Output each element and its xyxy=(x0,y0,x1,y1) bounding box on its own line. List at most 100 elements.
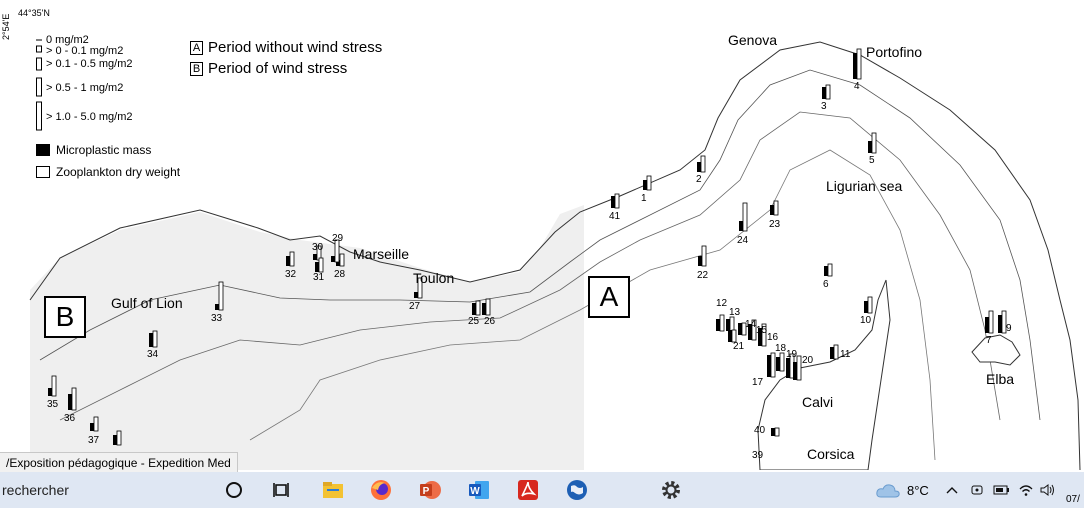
taskbar: rechercher P W 8°C 07/ xyxy=(0,472,1084,508)
station-label: 10 xyxy=(860,315,872,326)
place-genova: Genova xyxy=(728,32,778,48)
microplastic-bar xyxy=(315,262,319,272)
station-label: 4 xyxy=(854,81,860,92)
microplastic-bar xyxy=(868,141,872,153)
zooplankton-bar xyxy=(774,427,780,437)
microplastic-bar xyxy=(776,357,780,371)
legend-class-3: > 0.5 - 1 mg/m2 xyxy=(46,82,124,94)
station-label: 7 xyxy=(986,335,992,346)
microplastic-bar xyxy=(824,266,828,276)
microplastic-bar xyxy=(739,221,743,231)
firefox-icon[interactable] xyxy=(369,478,393,502)
weather-temperature[interactable]: 8°C xyxy=(907,483,929,498)
station-label: 11 xyxy=(840,349,851,360)
microplastic-bar xyxy=(864,301,868,313)
zooplankton-bar xyxy=(646,175,652,191)
microplastic-bar xyxy=(830,347,834,359)
microplastic-bar xyxy=(697,162,701,172)
zooplankton-bar xyxy=(417,277,423,299)
zooplankton-bar xyxy=(731,329,737,343)
weather-cloud-icon[interactable] xyxy=(875,482,901,498)
zooplankton-bar xyxy=(334,239,340,263)
wifi-icon[interactable] xyxy=(1018,483,1034,497)
zooplankton-bar xyxy=(218,281,224,311)
station-bars xyxy=(48,48,1007,446)
taskbar-search-box[interactable]: rechercher xyxy=(2,482,69,498)
latitude-label: 44°35'N xyxy=(18,8,50,18)
microplastic-bar xyxy=(985,317,989,333)
zooplankton-bar xyxy=(827,263,833,277)
station-bar-pair xyxy=(739,202,748,232)
microplastic-bar xyxy=(726,319,730,331)
zooplankton-bar xyxy=(833,344,839,360)
battery-icon[interactable] xyxy=(993,483,1011,497)
zooplankton-bar xyxy=(719,314,725,332)
station-label: 26 xyxy=(484,316,496,327)
onedrive-icon[interactable] xyxy=(970,483,984,497)
start-circle-icon[interactable] xyxy=(222,478,246,502)
station-bar-pair xyxy=(776,352,785,372)
station-bar-pair xyxy=(215,281,224,311)
station-bar-pair xyxy=(830,344,839,360)
microplastic-bar xyxy=(786,358,790,378)
zone-b-shade xyxy=(30,205,584,470)
settings-icon[interactable] xyxy=(659,478,683,502)
zooplankton-bar xyxy=(152,330,158,348)
zone-b-box: B xyxy=(44,296,86,338)
zooplankton-bar xyxy=(825,84,831,100)
microplastic-bar xyxy=(748,324,752,340)
place-elba: Elba xyxy=(986,371,1015,387)
zooplankton-bar xyxy=(485,298,491,316)
station-bar-pair xyxy=(758,323,767,347)
place-toulon: Toulon xyxy=(413,270,455,286)
station-label: 32 xyxy=(285,269,297,280)
zooplankton-bar xyxy=(614,193,620,209)
legend-class-1: > 0 - 0.1 mg/m2 xyxy=(46,45,124,57)
microplastic-bar xyxy=(331,256,335,262)
place-gulf-of-lion: Gulf of Lion xyxy=(111,295,183,311)
station-label: 27 xyxy=(409,301,421,312)
volume-icon[interactable] xyxy=(1039,483,1055,497)
station-bar-pair xyxy=(286,251,295,267)
zooplankton-bar xyxy=(773,200,779,216)
station-label: 3 xyxy=(821,101,827,112)
microplastic-bar xyxy=(48,388,52,396)
microplastic-bar xyxy=(822,87,826,99)
station-bar-pair xyxy=(698,245,707,267)
browser-status-bar: /Exposition pédagogique - Expedition Med xyxy=(0,452,238,474)
microplastic-bar xyxy=(68,394,72,410)
globe-app-icon[interactable] xyxy=(565,478,589,502)
zone-a-box: A xyxy=(588,276,630,318)
microplastic-bar xyxy=(313,254,317,260)
longitude-label: 2°54'E xyxy=(1,13,11,40)
map-canvas xyxy=(29,41,1081,470)
station-bar-pair xyxy=(726,316,735,332)
tray-chevron-up-icon[interactable] xyxy=(946,486,958,494)
station-label: 23 xyxy=(769,219,781,230)
acrobat-icon[interactable] xyxy=(516,478,540,502)
station-bar-pair xyxy=(315,257,324,273)
station-label: 29 xyxy=(332,233,344,244)
station-bar-pair xyxy=(748,319,757,341)
station-label: 1 xyxy=(641,193,647,204)
station-label: 30 xyxy=(312,242,324,253)
zooplankton-bar xyxy=(475,300,481,316)
station-bar-pair xyxy=(331,239,340,263)
word-icon[interactable]: W xyxy=(467,478,491,502)
zooplankton-bar xyxy=(796,355,802,381)
microplastic-bar xyxy=(286,256,290,266)
station-bar-pair xyxy=(113,430,122,446)
task-view-icon[interactable] xyxy=(270,478,294,502)
station-label: 18 xyxy=(775,343,787,354)
station-bar-pair xyxy=(793,355,802,381)
file-explorer-icon[interactable] xyxy=(321,478,345,502)
svg-text:W: W xyxy=(470,486,480,497)
station-label: 41 xyxy=(609,211,621,222)
microplastic-bar xyxy=(728,330,732,342)
zooplankton-bar xyxy=(867,296,873,314)
clock-date[interactable]: 07/ xyxy=(1066,494,1080,505)
station-bar-pair xyxy=(149,330,158,348)
powerpoint-icon[interactable]: P xyxy=(418,478,442,502)
station-label: 5 xyxy=(869,155,875,166)
